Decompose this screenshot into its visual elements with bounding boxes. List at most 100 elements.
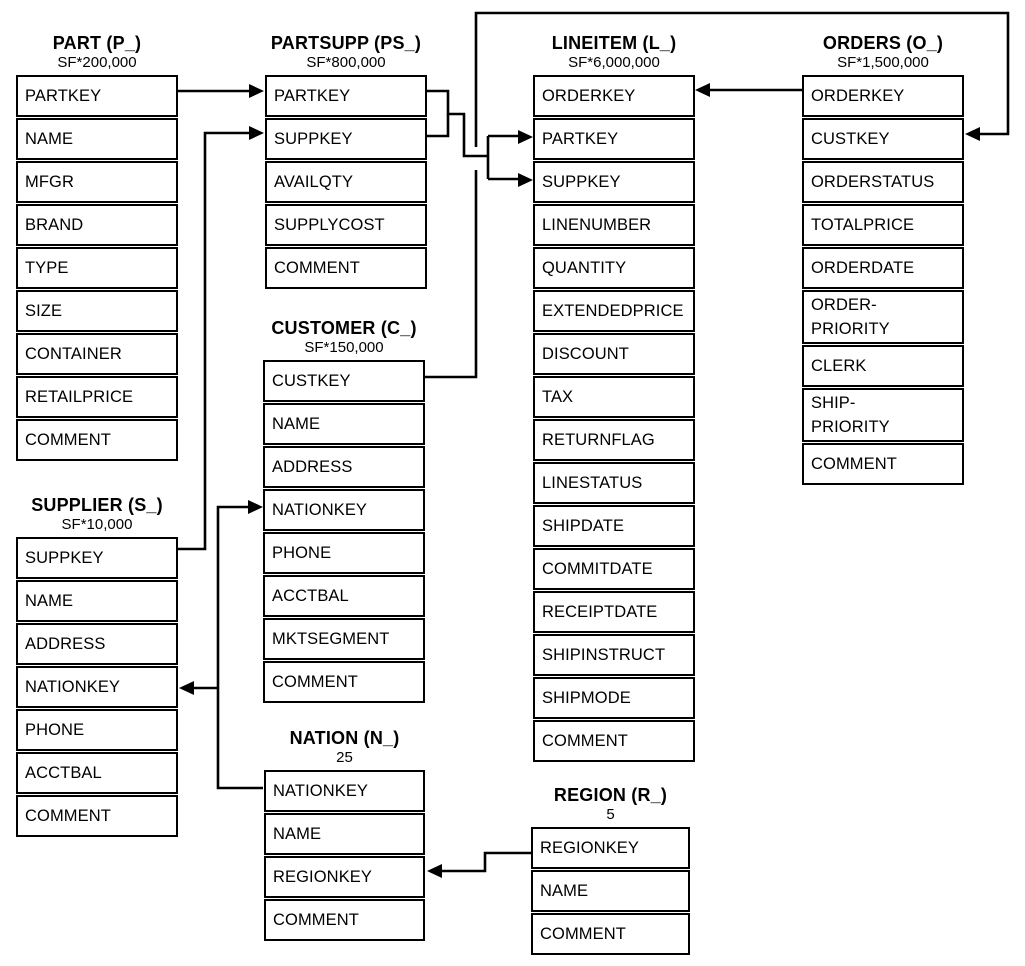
trunk-line: [216, 505, 263, 790]
table-header-orders: ORDERS (O_)SF*1,500,000: [802, 32, 964, 72]
field-supplier-suppkey: SUPPKEY: [16, 537, 178, 579]
table-header-nation: NATION (N_)25: [264, 727, 425, 767]
field-customer-phone: PHONE: [263, 532, 425, 574]
field-nation-name: NAME: [264, 813, 425, 855]
field-lineitem-discount: DISCOUNT: [533, 333, 695, 375]
table-header-region: REGION (R_)5: [531, 784, 690, 824]
table-header-customer: CUSTOMER (C_)SF*150,000: [263, 317, 425, 357]
field-supplier-acctbal: ACCTBAL: [16, 752, 178, 794]
field-partsupp-supplycost: SUPPLYCOST: [265, 204, 427, 246]
field-supplier-name: NAME: [16, 580, 178, 622]
field-region-name: NAME: [531, 870, 690, 912]
field-customer-comment: COMMENT: [263, 661, 425, 703]
field-orders-clerk: CLERK: [802, 345, 964, 387]
field-customer-name: NAME: [263, 403, 425, 445]
connector-nation-nationkey-trunk: [179, 500, 263, 790]
suppkey-feed-line: [427, 114, 450, 138]
field-customer-mktsegment: MKTSEGMENT: [263, 618, 425, 660]
table-cardinality-part: SF*200,000: [57, 54, 137, 71]
field-part-partkey: PARTKEY: [16, 75, 178, 117]
field-lineitem-commitdate: COMMITDATE: [533, 548, 695, 590]
field-customer-acctbal: ACCTBAL: [263, 575, 425, 617]
table-header-lineitem: LINEITEM (L_)SF*6,000,000: [533, 32, 695, 72]
field-region-regionkey: REGIONKEY: [531, 827, 690, 869]
field-lineitem-linenumber: LINENUMBER: [533, 204, 695, 246]
field-supplier-comment: COMMENT: [16, 795, 178, 837]
field-lineitem-receiptdate: RECEIPTDATE: [533, 591, 695, 633]
connector-supplier-suppkey-to-partsupp-suppkey: [178, 126, 264, 551]
field-lineitem-quantity: QUANTITY: [533, 247, 695, 289]
table-title-supplier: SUPPLIER (S_): [31, 495, 163, 515]
connector-region-regionkey-to-nation-regionkey: [427, 851, 531, 878]
connector-line-lower: [425, 170, 478, 379]
arrowhead-into-supplier-nationkey: [179, 681, 194, 695]
field-orders-comment: COMMENT: [802, 443, 964, 485]
table-cardinality-orders: SF*1,500,000: [837, 54, 929, 71]
field-lineitem-orderkey: ORDERKEY: [533, 75, 695, 117]
connector-orders-orderkey-to-lineitem-orderkey: [695, 83, 802, 97]
field-part-container: CONTAINER: [16, 333, 178, 375]
arrowhead-into-orders-custkey: [965, 127, 980, 141]
field-lineitem-extendedprice: EXTENDEDPRICE: [533, 290, 695, 332]
connector-partsupp-keys-to-lineitem-keys: [427, 89, 533, 187]
field-lineitem-shipinstruct: SHIPINSTRUCT: [533, 634, 695, 676]
field-supplier-address: ADDRESS: [16, 623, 178, 665]
field-part-name: NAME: [16, 118, 178, 160]
table-header-supplier: SUPPLIER (S_)SF*10,000: [16, 494, 178, 534]
field-partsupp-partkey: PARTKEY: [265, 75, 427, 117]
field-lineitem-partkey: PARTKEY: [533, 118, 695, 160]
table-header-partsupp: PARTSUPP (PS_)SF*800,000: [265, 32, 427, 72]
field-orders-orderkey: ORDERKEY: [802, 75, 964, 117]
field-part-comment: COMMENT: [16, 419, 178, 461]
table-cardinality-lineitem: SF*6,000,000: [568, 54, 660, 71]
field-orders-totalprice: TOTALPRICE: [802, 204, 964, 246]
arrowhead-into-lineitem-orderkey: [695, 83, 710, 97]
table-header-part: PART (P_)SF*200,000: [16, 32, 178, 72]
field-part-size: SIZE: [16, 290, 178, 332]
table-cardinality-supplier: SF*10,000: [61, 516, 133, 533]
field-part-mfgr: MFGR: [16, 161, 178, 203]
field-partsupp-suppkey: SUPPKEY: [265, 118, 427, 160]
field-partsupp-comment: COMMENT: [265, 247, 427, 289]
table-title-lineitem: LINEITEM (L_): [551, 33, 677, 53]
field-region-comment: COMMENT: [531, 913, 690, 955]
field-customer-custkey: CUSTKEY: [263, 360, 425, 402]
field-supplier-phone: PHONE: [16, 709, 178, 751]
table-title-customer: CUSTOMER (C_): [271, 318, 417, 338]
field-partsupp-availqty: AVAILQTY: [265, 161, 427, 203]
table-cardinality-nation: 25: [336, 749, 353, 766]
arrowhead-into-customer-nationkey: [248, 500, 263, 514]
table-title-nation: NATION (N_): [289, 728, 400, 748]
table-cardinality-region: 5: [606, 806, 615, 823]
field-lineitem-tax: TAX: [533, 376, 695, 418]
field-lineitem-suppkey: SUPPKEY: [533, 161, 695, 203]
connector-line: [178, 131, 250, 551]
table-title-part: PART (P_): [52, 33, 142, 53]
field-orders-custkey: CUSTKEY: [802, 118, 964, 160]
field-customer-address: ADDRESS: [263, 446, 425, 488]
table-title-partsupp: PARTSUPP (PS_): [270, 33, 422, 53]
field-supplier-nationkey: NATIONKEY: [16, 666, 178, 708]
connector-line-upper: [474, 11, 1010, 147]
connector-line: [442, 851, 531, 873]
field-orders-orderpriority: ORDER- PRIORITY: [802, 290, 964, 344]
field-orders-orderdate: ORDERDATE: [802, 247, 964, 289]
table-title-region: REGION (R_): [553, 785, 668, 805]
field-nation-regionkey: REGIONKEY: [264, 856, 425, 898]
field-orders-orderstatus: ORDERSTATUS: [802, 161, 964, 203]
connector-part-partkey-to-partsupp-partkey: [178, 84, 264, 98]
partkey-feed-line: [427, 89, 488, 158]
arrowhead-into-lineitem-partkey: [518, 130, 533, 144]
field-lineitem-comment: COMMENT: [533, 720, 695, 762]
table-cardinality-customer: SF*150,000: [304, 339, 384, 356]
field-nation-nationkey: NATIONKEY: [264, 770, 425, 812]
